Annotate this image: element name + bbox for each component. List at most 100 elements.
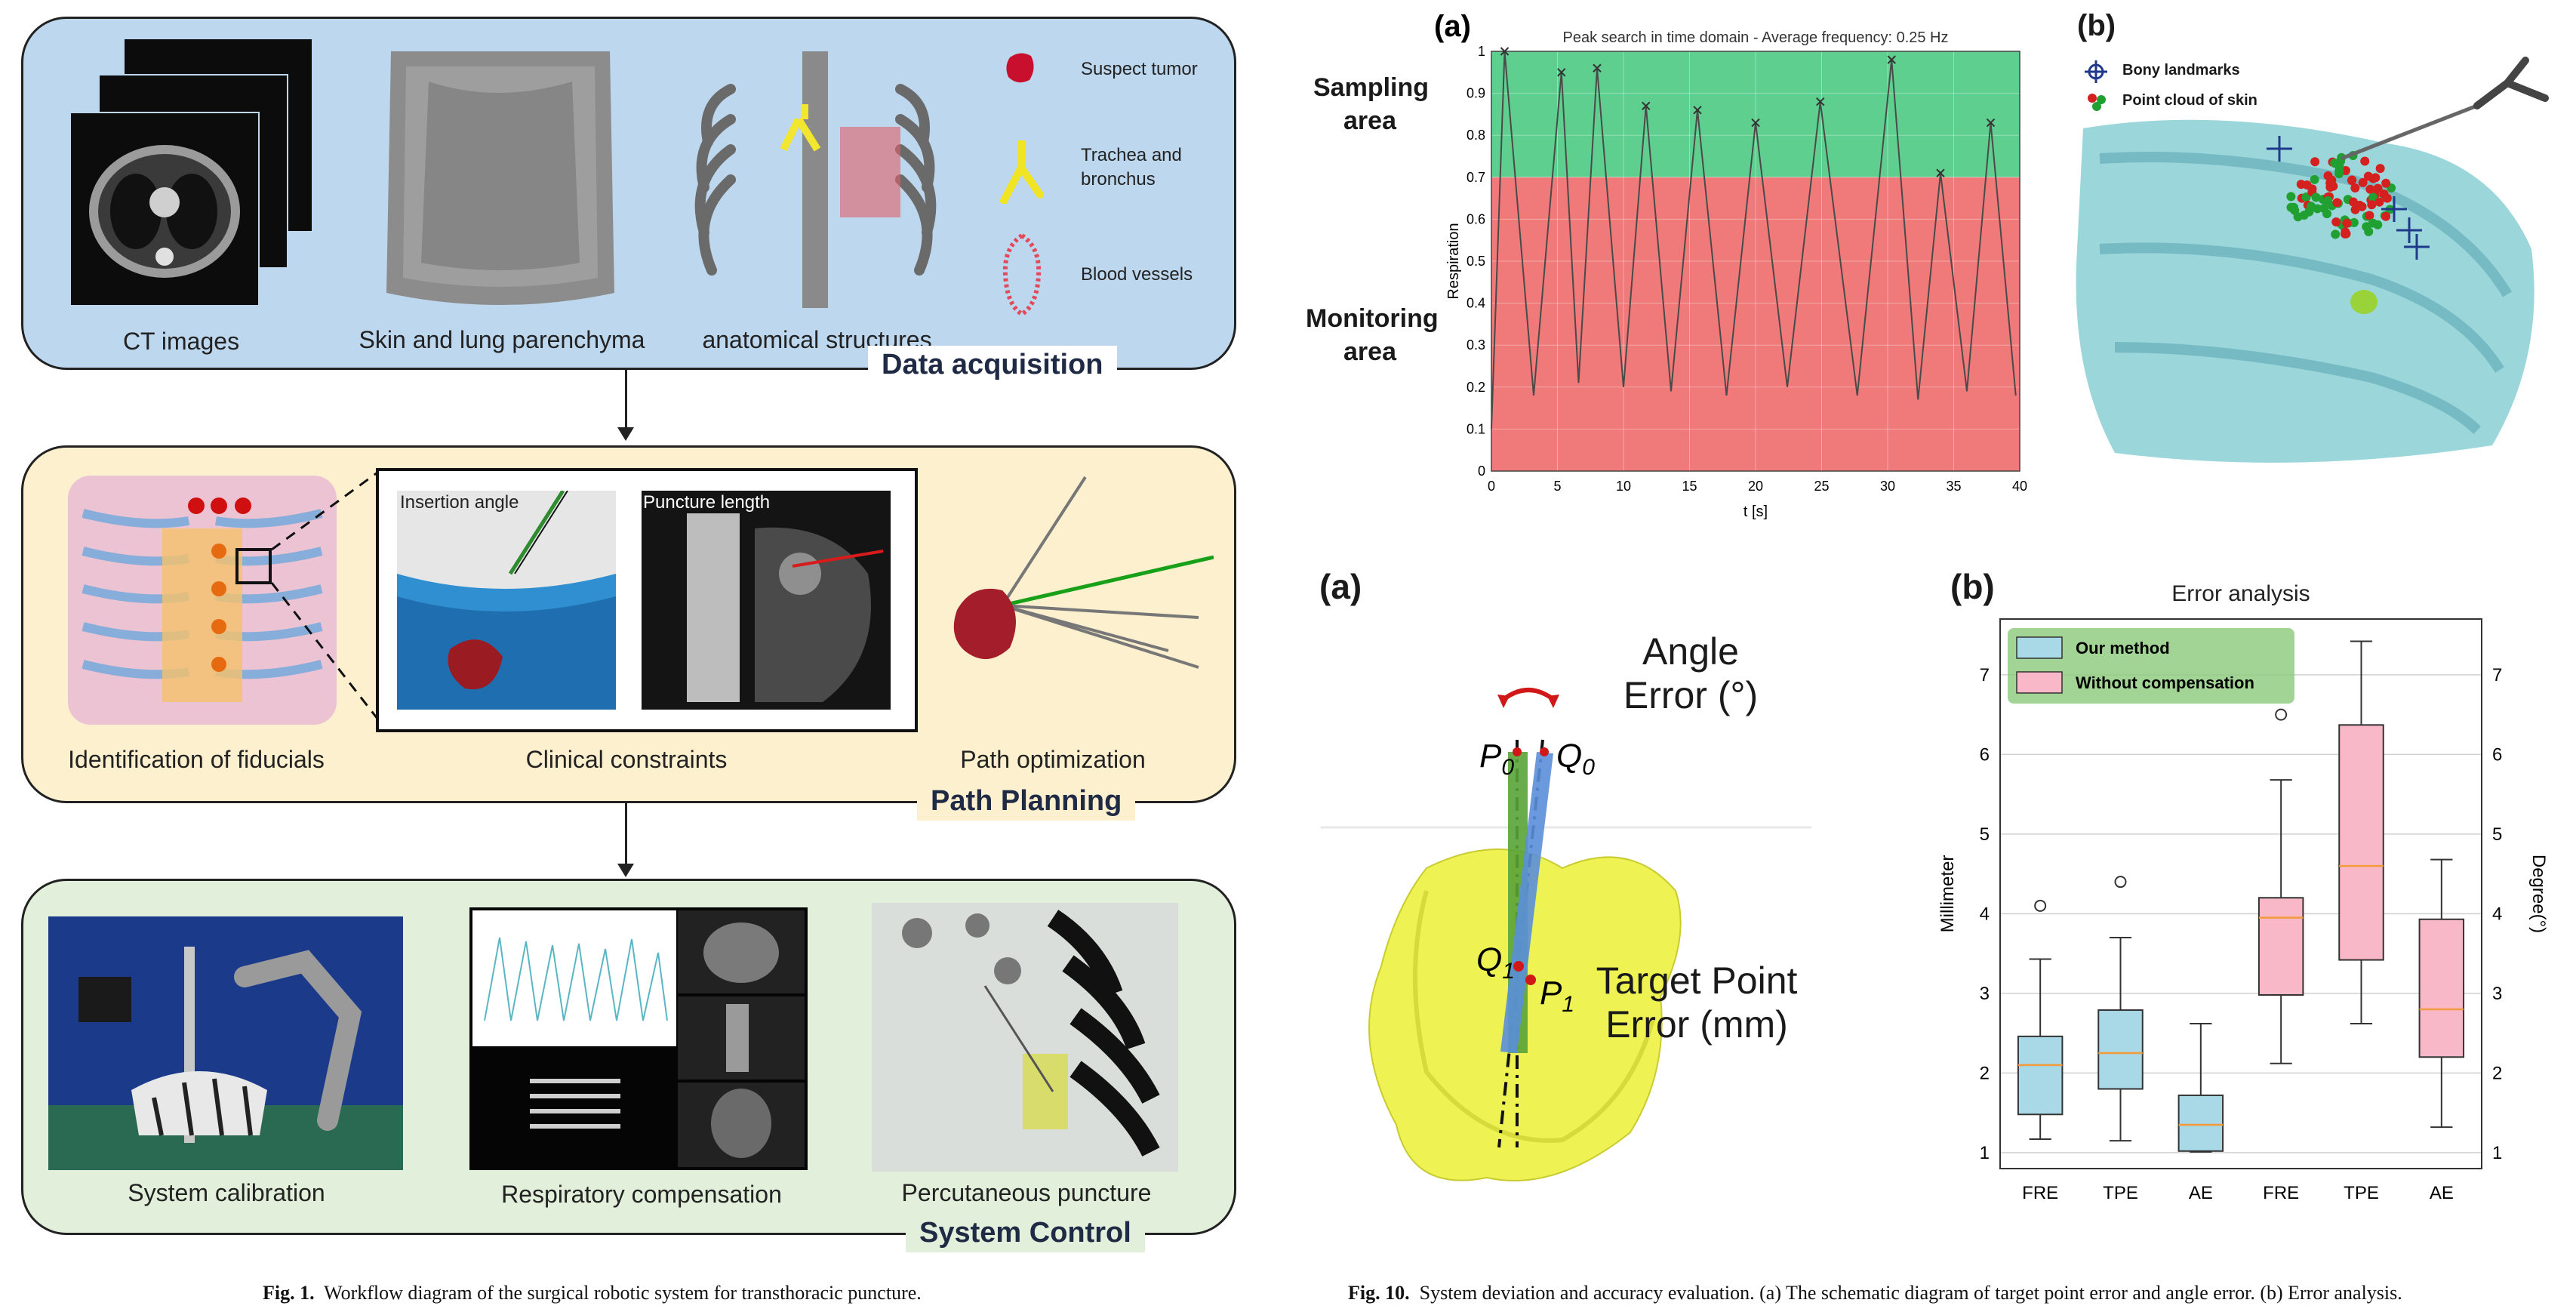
point-cloud-dot — [2286, 192, 2296, 202]
resp-y-axis-label: Respiration — [1445, 223, 1462, 299]
y-tick-label-left: 1 — [1980, 1143, 1990, 1163]
x-tick-label: 15 — [1682, 479, 1697, 494]
legend-background — [2008, 628, 2294, 704]
label-path-optimization: Path optimization — [960, 746, 1146, 773]
point-cloud-dot — [2368, 218, 2377, 228]
label-system-calibration: System calibration — [128, 1179, 325, 1206]
x-tick-label: AE — [2430, 1183, 2454, 1203]
point-cloud-dot — [2293, 212, 2303, 222]
label-clinical-constraints: Clinical constraints — [525, 746, 728, 773]
peak-marker — [1887, 55, 1896, 64]
outlier-point — [2034, 899, 2047, 912]
y-tick-label: 0.8 — [1467, 128, 1485, 143]
y-tick-label-left: 5 — [1980, 824, 1990, 845]
point-cloud-dot — [2325, 183, 2335, 192]
flow-arrow-2 — [617, 803, 634, 877]
point-cloud-dot — [2373, 183, 2383, 193]
x-tick-label: 35 — [1946, 479, 1961, 494]
fig10b-panel-label: (b) — [1950, 567, 1995, 606]
fig10-caption-text: System deviation and accuracy evaluation… — [1419, 1282, 2402, 1304]
fig10a-panel-label: (a) — [1319, 567, 1362, 606]
legend-blood-vessels: Blood vessels — [1081, 264, 1193, 285]
y-tick-label-left: 7 — [1980, 665, 1990, 685]
y-tick-label: 0.4 — [1467, 296, 1485, 311]
anatomical-structures-render — [685, 36, 946, 319]
box-iqr — [2338, 724, 2384, 961]
peak-marker — [1642, 101, 1651, 110]
y-tick-label: 0.9 — [1467, 86, 1485, 101]
peak-marker — [1936, 168, 1945, 177]
y-tick-label: 0.1 — [1467, 421, 1485, 436]
region-sampling — [1491, 51, 2020, 177]
point-cloud-dot — [2371, 173, 2381, 183]
point-cloud-dot — [2332, 198, 2342, 208]
legend-suspect-tumor: Suspect tumor — [1081, 59, 1198, 79]
legend-swatch — [2016, 636, 2063, 659]
respiratory-compensation-screen — [469, 907, 808, 1170]
y-tick-label-left: 6 — [1980, 744, 1990, 765]
label-skin-lung: Skin and lung parenchyma — [359, 326, 645, 353]
boxplot-title: Error analysis — [2171, 581, 2310, 606]
respiration-line — [1491, 51, 2017, 430]
point-cloud-dot — [2342, 218, 2352, 228]
fig1-caption: Fig. 1. Workflow diagram of the surgical… — [263, 1282, 922, 1304]
point-cloud-dot — [2381, 178, 2391, 188]
y-tick-label-right: 3 — [2492, 984, 2502, 1004]
thorax-point-cloud-render — [2070, 53, 2553, 476]
label-identification-fiducials: Identification of fiducials — [68, 746, 325, 773]
y-tick-label-right: 4 — [2492, 904, 2502, 924]
tumor-icon — [1004, 50, 1037, 86]
peak-marker-stroke — [1887, 55, 1896, 64]
x-tick-label: 20 — [1748, 479, 1763, 494]
box-ae — [2418, 858, 2465, 1129]
fig10-caption: Fig. 10. System deviation and accuracy e… — [1348, 1282, 2402, 1304]
trachea-bronchus-icon — [998, 138, 1045, 205]
point-cloud-dot — [2375, 164, 2385, 174]
y-tick-label-right: 5 — [2492, 824, 2502, 845]
point-cloud-dot — [2331, 229, 2341, 239]
resp-plot-frame — [1491, 51, 2020, 472]
fiducials-render — [53, 468, 352, 732]
point-cloud-dot — [2360, 156, 2370, 166]
label-ct-images: CT images — [122, 328, 240, 355]
section-title-system-control: System Control — [906, 1214, 1145, 1252]
y-tick-label-left: 3 — [1980, 984, 1990, 1004]
y-tick-label-right: 7 — [2492, 665, 2502, 685]
point-cloud-dot — [2330, 159, 2340, 168]
point-cloud-dot — [2379, 189, 2389, 199]
y-tick-label: 0.5 — [1467, 254, 1485, 269]
box-tpe — [2097, 876, 2144, 1142]
box-fre — [2017, 899, 2064, 1140]
legend-point-cloud-skin: Point cloud of skin — [2122, 92, 2257, 109]
label-percutaneous-puncture: Percutaneous puncture — [901, 1179, 1152, 1206]
point-cloud-dot — [2368, 192, 2377, 202]
fig1-caption-number: Fig. 1. — [263, 1282, 315, 1304]
peak-marker — [1751, 118, 1760, 128]
y-tick-label-left: 4 — [1980, 904, 1990, 924]
point-cloud-dot — [2381, 211, 2391, 221]
y-tick-label: 0.2 — [1467, 380, 1485, 395]
peak-marker-stroke — [1593, 63, 1602, 72]
peak-marker — [1593, 63, 1602, 72]
section-title-path-planning: Path Planning — [917, 782, 1136, 821]
boxplot-y-axis-label-right: Degree(°) — [2528, 855, 2549, 933]
x-tick-label: TPE — [2344, 1183, 2379, 1203]
y-tick-label: 1 — [1478, 44, 1485, 59]
puncture-length-image — [642, 491, 891, 710]
fig10-caption-number: Fig. 10. — [1348, 1282, 1410, 1304]
y-tick-label-left: 2 — [1980, 1063, 1990, 1083]
x-tick-label: 25 — [1814, 479, 1829, 494]
resp-x-axis-label: t [s] — [1743, 504, 1768, 520]
legend-swatch — [2016, 671, 2063, 694]
peak-marker — [1816, 97, 1825, 106]
point-cloud-dot — [2296, 180, 2306, 189]
peak-marker-stroke — [1751, 118, 1760, 128]
blood-vessels-icon — [999, 233, 1045, 317]
section-title-data-acquisition: Data acquisition — [868, 346, 1117, 384]
y-tick-label: 0.7 — [1467, 170, 1485, 185]
point-cloud-dot — [2311, 192, 2321, 202]
legend-trachea-bronchus: Trachea and bronchus — [1081, 145, 1182, 189]
label-sampling-area: Sampling area — [1313, 73, 1430, 135]
point-cloud-dot — [2327, 175, 2337, 185]
